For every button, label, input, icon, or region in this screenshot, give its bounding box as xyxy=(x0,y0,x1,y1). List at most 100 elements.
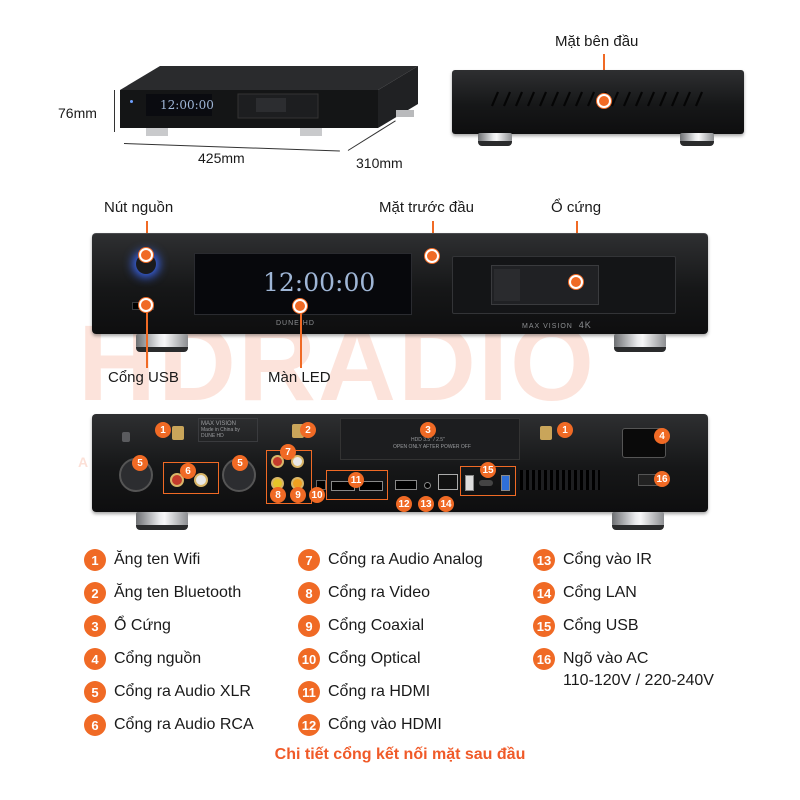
rear-foot-left xyxy=(136,512,188,530)
front-view-device: 12:00:00 DUNE HD MAX VISION 4K xyxy=(92,233,708,334)
legend-label: Ổ Cứng xyxy=(114,617,171,634)
legend-label: Ăng ten Bluetooth xyxy=(114,584,242,601)
legend-label: Cổng vào HDMI xyxy=(328,716,442,733)
ir-in[interactable] xyxy=(424,482,431,489)
legend-number: 12 xyxy=(298,714,320,736)
legend-label: Cổng ra Audio Analog xyxy=(328,551,483,568)
legend-label: Cổng USB xyxy=(563,617,639,634)
rca-output-right[interactable] xyxy=(194,473,208,487)
usb-port-leader xyxy=(146,312,148,368)
legend-label-sub: 110-120V / 220-240V xyxy=(563,672,714,689)
front-foot-left xyxy=(136,334,188,352)
rear-marker-hdmi-out: 11 xyxy=(348,472,364,488)
rear-marker-hdd: 3 xyxy=(420,422,436,438)
front-model: MAX VISION 4K xyxy=(522,320,592,330)
hdmi-in[interactable] xyxy=(395,480,417,490)
legend-label: Ăng ten Wifi xyxy=(114,551,201,568)
perspective-view: 12:00:00 xyxy=(100,60,430,170)
rear-usb-c[interactable] xyxy=(479,480,493,486)
legend-item-10: 10 Cổng Optical xyxy=(298,648,421,670)
lan-port[interactable] xyxy=(438,474,458,490)
legend-label-main: Ngõ vào AC xyxy=(563,650,649,667)
rear-made-in: Made in China by DUNE HD xyxy=(201,427,240,439)
analog-out-red[interactable] xyxy=(271,455,284,468)
legend-label: Cổng vào IR xyxy=(563,551,652,568)
legend-item-11: 11 Cổng ra HDMI xyxy=(298,681,430,703)
legend-number: 15 xyxy=(533,615,555,637)
legend-number: 3 xyxy=(84,615,106,637)
depth-dimension: 310mm xyxy=(356,155,403,171)
led-clock: 12:00:00 xyxy=(263,268,376,297)
kensington-lock xyxy=(122,432,130,442)
power-button-marker xyxy=(139,248,153,262)
legend-item-9: 9 Cổng Coaxial xyxy=(298,615,424,637)
rear-view-device: MAX VISION Made in China by DUNE HD HDD … xyxy=(92,414,708,512)
rear-marker-hdmi-in: 12 xyxy=(396,496,412,512)
hdd-note-1: HDD 3.5" / 2.5" xyxy=(411,437,445,443)
legend-item-14: 14 Cổng LAN xyxy=(533,582,637,604)
legend-item-12: 12 Cổng vào HDMI xyxy=(298,714,442,736)
rear-marker-ac-in: 16 xyxy=(654,471,670,487)
analog-out-white[interactable] xyxy=(291,455,304,468)
legend-item-5: 5 Cổng ra Audio XLR xyxy=(84,681,251,703)
legend-number: 9 xyxy=(298,615,320,637)
rear-marker-coaxial: 9 xyxy=(290,487,306,503)
rear-label-plate: MAX VISION Made in China by DUNE HD xyxy=(198,418,258,442)
wifi-antenna-connector[interactable] xyxy=(172,426,184,440)
legend-label: Cổng nguồn xyxy=(114,650,202,667)
rear-connections-caption: Chi tiết cổng kết nối mặt sau đầu xyxy=(274,746,526,763)
side-foot-right xyxy=(680,133,714,146)
rear-model: MAX VISION xyxy=(201,421,237,427)
hdd-bay-marker xyxy=(569,275,583,289)
legend-number: 13 xyxy=(533,549,555,571)
perspective-clock: 12:00:00 xyxy=(160,98,214,112)
perspective-device-illustration xyxy=(120,66,418,136)
side-panel-label: Mặt bên đầu xyxy=(555,33,639,50)
led-screen-label: Màn LED xyxy=(268,369,331,386)
legend-item-15: 15 Cổng USB xyxy=(533,615,639,637)
led-screen-marker xyxy=(293,299,307,313)
front-brand: DUNE HD xyxy=(276,320,315,327)
legend-label: Cổng ra Audio RCA xyxy=(114,716,254,733)
hdd-bay-label: Ổ cứng xyxy=(551,199,602,216)
rear-usb-1[interactable] xyxy=(465,475,474,491)
height-dimension-line xyxy=(114,90,115,132)
legend-number: 1 xyxy=(84,549,106,571)
rear-foot-right xyxy=(612,512,664,530)
led-screen-leader xyxy=(300,313,302,368)
front-panel-marker xyxy=(425,249,439,263)
rca-output-left[interactable] xyxy=(170,473,184,487)
front-model-badge: 4K xyxy=(578,320,592,330)
rear-marker-ir: 13 xyxy=(418,496,434,512)
legend-item-6: 6 Cổng ra Audio RCA xyxy=(84,714,254,736)
front-foot-right xyxy=(614,334,666,352)
legend-number: 6 xyxy=(84,714,106,736)
legend-item-4: 4 Cổng nguồn xyxy=(84,648,201,670)
rear-marker-xlr-right: 5 xyxy=(232,455,248,471)
rear-marker-power: 4 xyxy=(654,428,670,444)
legend-number: 10 xyxy=(298,648,320,670)
legend-number: 2 xyxy=(84,582,106,604)
rear-vents xyxy=(520,470,600,490)
rear-usb-3[interactable] xyxy=(501,475,510,491)
rear-marker-optical: 10 xyxy=(309,487,325,503)
rear-marker-usb: 15 xyxy=(480,462,496,478)
hdd-bay[interactable] xyxy=(452,256,676,314)
legend-number: 5 xyxy=(84,681,106,703)
legend-label: Cổng Optical xyxy=(328,650,421,667)
legend-label: Cổng ra HDMI xyxy=(328,683,431,700)
wifi-antenna-connector-2[interactable] xyxy=(540,426,552,440)
front-panel-label: Mặt trước đầu xyxy=(379,199,474,216)
width-dimension: 425mm xyxy=(198,150,245,166)
legend-item-16: 16 Ngõ vào AC 110-120V / 220-240V xyxy=(533,648,714,692)
power-button-label: Nút nguồn xyxy=(104,199,174,216)
legend-label: Ngõ vào AC 110-120V / 220-240V xyxy=(563,648,714,692)
legend-item-13: 13 Cổng vào IR xyxy=(533,549,652,571)
legend-label: Cổng Coaxial xyxy=(328,617,425,634)
legend-item-3: 3 Ổ Cứng xyxy=(84,615,171,637)
side-foot-left xyxy=(478,133,512,146)
legend-label: Cổng LAN xyxy=(563,584,637,601)
height-dimension: 76mm xyxy=(58,105,97,121)
rear-marker-bluetooth: 2 xyxy=(300,422,316,438)
legend-number: 7 xyxy=(298,549,320,571)
